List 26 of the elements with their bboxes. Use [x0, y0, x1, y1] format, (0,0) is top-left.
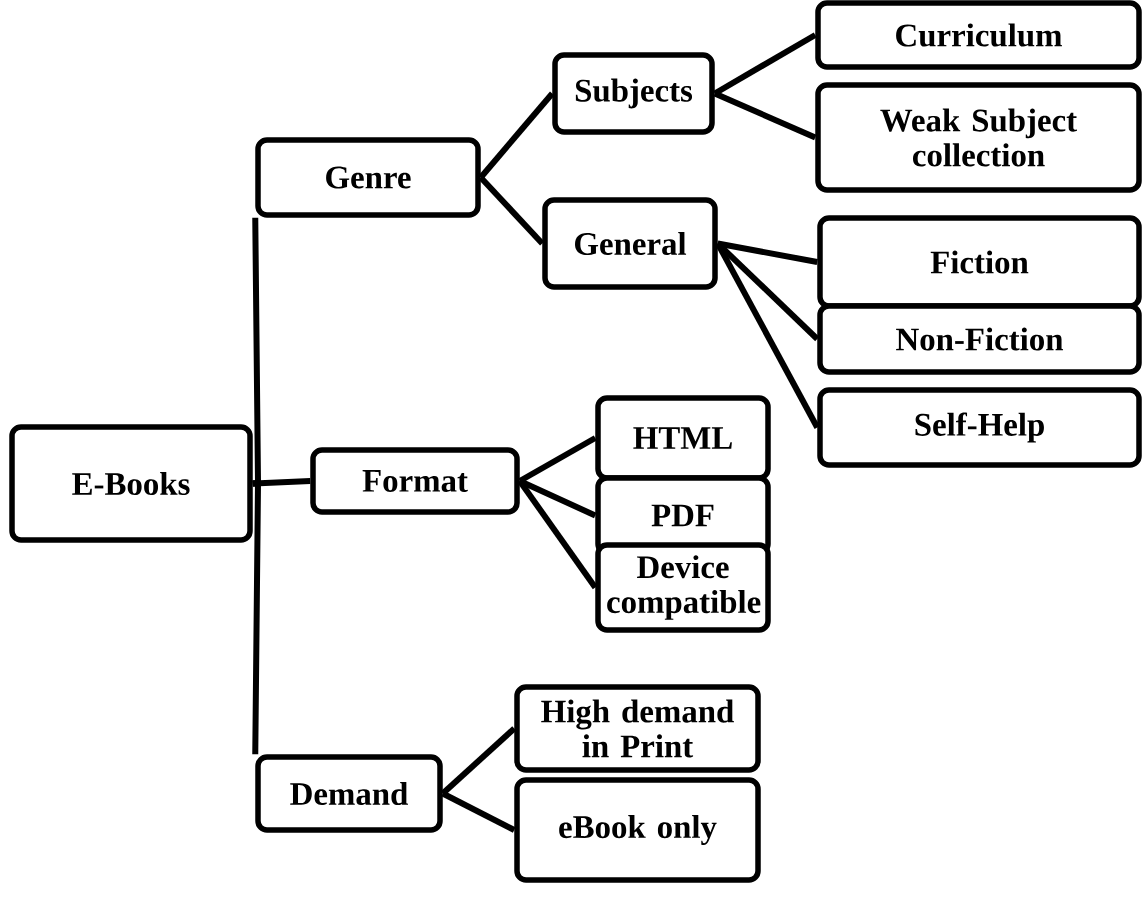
category-box: eBook only — [514, 777, 761, 883]
category-box: Format — [310, 447, 520, 515]
connector-line — [440, 726, 517, 796]
category-box: Weak Subject collection — [815, 82, 1142, 193]
category-box: Demand — [255, 754, 443, 833]
category-box: E-Books — [9, 424, 253, 543]
connector-line — [715, 242, 820, 429]
category-box: General — [542, 197, 718, 290]
connector-line — [478, 175, 545, 246]
category-box: Fiction — [817, 215, 1142, 309]
connector-line — [518, 435, 597, 484]
category-box: HTML — [595, 395, 771, 481]
connector-line — [252, 479, 262, 755]
connector-line — [517, 479, 598, 590]
category-box: Curriculum — [815, 0, 1142, 70]
connector-line — [717, 240, 818, 265]
category-box: Genre — [255, 137, 481, 218]
connector-line — [441, 790, 516, 833]
connector-line — [518, 478, 597, 519]
category-box: Non-Fiction — [817, 303, 1142, 375]
category-box: Subjects — [552, 52, 715, 135]
category-box: Device compatible — [595, 542, 771, 633]
category-box: High demand in Print — [514, 684, 761, 773]
category-box: Self-Help — [817, 387, 1142, 468]
connector-line — [478, 91, 555, 180]
connector-line — [713, 90, 817, 141]
